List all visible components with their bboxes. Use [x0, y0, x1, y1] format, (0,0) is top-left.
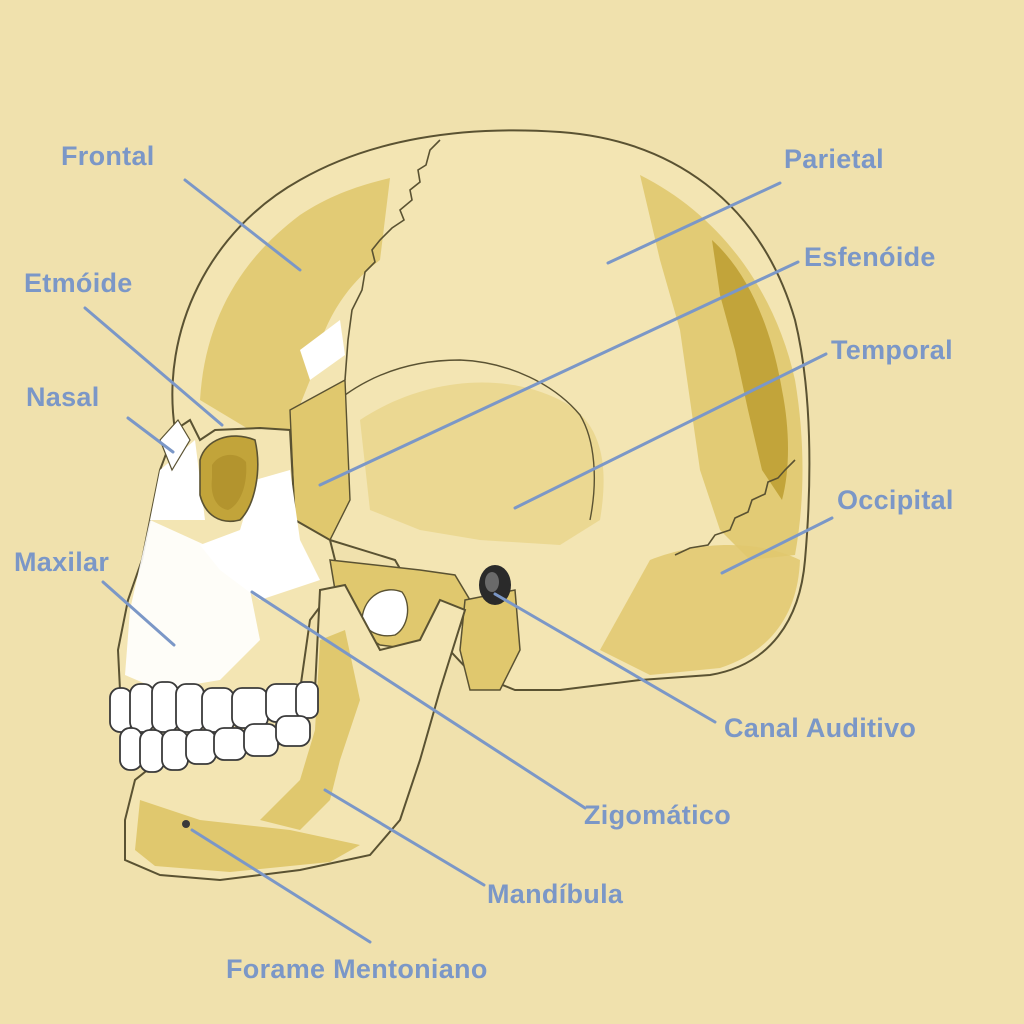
ear-canal-inner	[485, 572, 499, 592]
lower-tooth	[243, 723, 279, 757]
upper-tooth	[231, 687, 269, 729]
temporal-shade	[360, 382, 604, 545]
label-maxilar: Maxilar	[14, 547, 110, 577]
lambdoid-suture	[674, 459, 796, 556]
leader-maxilar	[101, 580, 176, 647]
occipital-dark	[712, 240, 788, 500]
label-mandibula: Mandíbula	[487, 879, 624, 909]
leader-occipital	[720, 516, 834, 575]
label-forame-mentoniano: Forame Mentoniano	[226, 954, 488, 984]
lower-tooth	[275, 715, 311, 747]
label-zigomatico: Zigomático	[584, 800, 732, 830]
leader-mandibula	[323, 788, 486, 887]
nasal-highlight	[150, 440, 205, 520]
coronal-suture	[344, 139, 441, 381]
nasal-edge	[159, 418, 191, 472]
leader-zigomatico	[250, 590, 587, 810]
lower-tooth	[213, 727, 247, 761]
arch-opening	[361, 589, 409, 637]
maxilla-highlight	[125, 520, 260, 690]
lower-tooth	[185, 729, 217, 765]
label-frontal: Frontal	[61, 141, 155, 171]
lower-tooth	[119, 727, 143, 771]
leader-etmoide	[83, 306, 224, 427]
teeth	[109, 681, 319, 773]
leader-canal-auditivo	[493, 592, 717, 724]
label-etmoide: Etmóide	[24, 268, 133, 298]
leader-esfenoide	[318, 260, 800, 487]
mandible-shade	[260, 630, 360, 830]
leader-temporal	[513, 352, 828, 510]
leader-forame-mentoniano	[190, 828, 372, 944]
upper-tooth	[129, 683, 155, 733]
label-occipital: Occipital	[837, 485, 954, 515]
label-temporal: Temporal	[831, 335, 953, 365]
mandible	[124, 583, 467, 882]
upper-tooth	[201, 687, 235, 733]
leader-frontal	[183, 178, 302, 272]
leader-parietal	[606, 181, 782, 265]
label-parietal: Parietal	[784, 144, 884, 174]
label-nasal: Nasal	[26, 382, 100, 412]
highlight-1	[300, 320, 345, 380]
lower-tooth	[139, 729, 165, 773]
leader-lines	[83, 178, 834, 944]
face	[116, 418, 342, 707]
upper-tooth	[175, 683, 205, 733]
label-esfenoide: Esfenóide	[804, 242, 936, 272]
occipital-lower-shade	[600, 545, 800, 675]
orbit-inner	[211, 454, 247, 510]
zygomatic-highlight	[200, 470, 320, 600]
upper-tooth	[295, 681, 319, 719]
leader-nasal	[126, 416, 175, 454]
squamosal-suture	[344, 359, 596, 521]
upper-tooth	[109, 687, 133, 733]
label-canal-auditivo: Canal Auditivo	[724, 713, 917, 743]
mandible-lower-shade	[135, 800, 360, 872]
ear-region	[459, 565, 521, 691]
mental-foramen	[182, 820, 190, 828]
mastoid	[459, 589, 521, 691]
upper-tooth	[151, 681, 179, 733]
frontal-shade	[200, 178, 390, 430]
lower-tooth	[161, 729, 189, 771]
